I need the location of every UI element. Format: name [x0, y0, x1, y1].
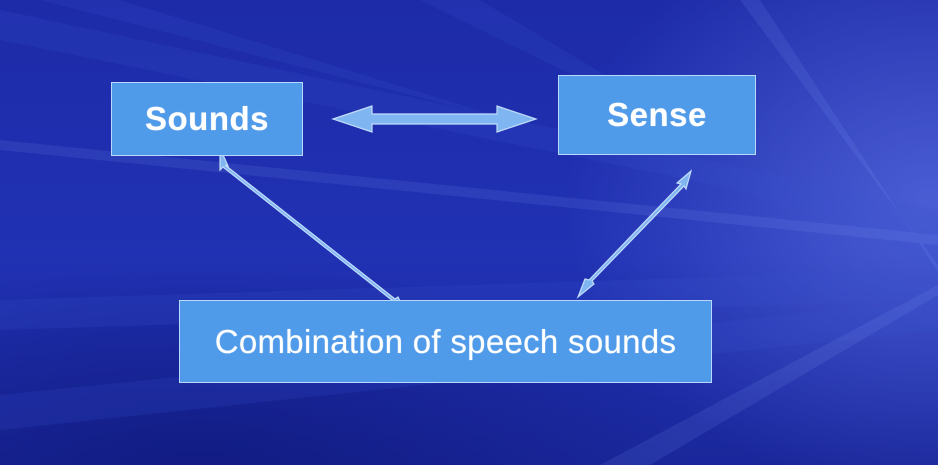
arrow-sounds-sense [331, 105, 538, 133]
arrow-sounds-combination [219, 147, 407, 313]
node-sounds: Sounds [111, 82, 303, 156]
node-sounds-label: Sounds [145, 100, 269, 137]
node-combination-label: Combination of speech sounds [214, 322, 677, 360]
node-sense: Sense [558, 75, 756, 155]
arrow-sense-combination [576, 169, 693, 299]
node-sense-label: Sense [607, 96, 707, 133]
node-combination: Combination of speech sounds [179, 300, 712, 383]
